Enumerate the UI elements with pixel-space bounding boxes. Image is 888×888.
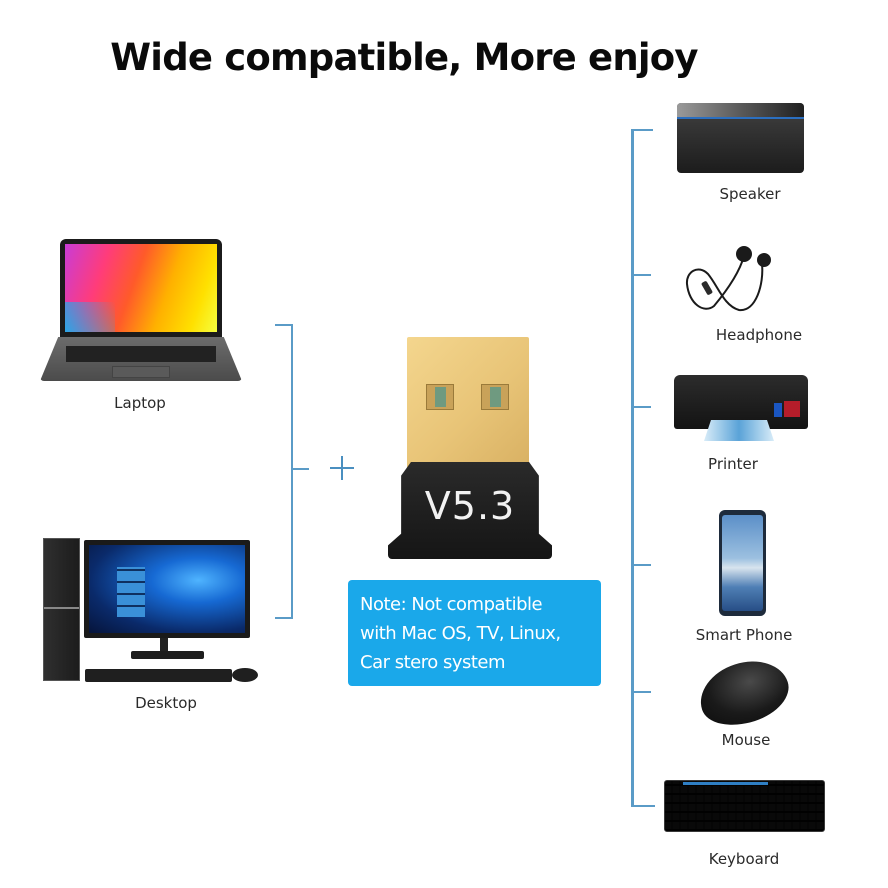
- monitor-display: [89, 545, 245, 633]
- device-label-printer: Printer: [708, 455, 758, 473]
- laptop-display: [65, 244, 217, 332]
- desktop-tower-icon: [43, 538, 80, 681]
- device-label-desktop: Desktop: [135, 694, 197, 712]
- bracket-tick-laptop: [275, 324, 293, 326]
- note-line-1: Note: Not compatible: [360, 594, 543, 615]
- desktop-computer-icon: [84, 540, 250, 638]
- bracket-tick-headphone: [631, 274, 651, 276]
- device-label-mouse: Mouse: [721, 731, 771, 749]
- ink-tank-blue: [774, 403, 782, 417]
- monitor-stand: [160, 638, 168, 652]
- bracket-vertical: [631, 129, 634, 807]
- compatibility-note: Note: Not compatible with Mac OS, TV, Li…: [348, 580, 601, 686]
- ink-tank-red: [784, 401, 800, 417]
- start-menu-tiles: [117, 567, 145, 617]
- desktop-mouse: [232, 668, 258, 682]
- plus-icon: [330, 456, 354, 480]
- device-label-headphone: Headphone: [715, 326, 803, 344]
- bracket-tick-desktop: [275, 617, 293, 619]
- bracket-tick-keyboard: [631, 805, 655, 807]
- bracket-tick-middle: [291, 468, 309, 470]
- adapter-body: [388, 462, 552, 559]
- page-title: Wide compatible, More enjoy: [110, 36, 698, 79]
- monitor-foot: [131, 651, 204, 659]
- laptop-touchpad: [112, 366, 170, 378]
- desktop-keyboard: [85, 669, 232, 682]
- note-line-2: with Mac OS, TV, Linux,: [360, 623, 561, 644]
- bracket-tick-speaker: [631, 129, 653, 131]
- note-line-3: Car stero system: [360, 652, 506, 673]
- device-label-speaker: Speaker: [719, 185, 781, 203]
- device-label-smartphone: Smart Phone: [695, 626, 793, 644]
- smartphone-icon: [719, 510, 766, 616]
- bracket-tick-mouse: [631, 691, 651, 693]
- laptop-icon: [60, 239, 222, 337]
- usb-plug: [407, 337, 529, 472]
- adapter-version-label: V5.3: [424, 484, 516, 528]
- usb-contact-left: [426, 384, 454, 410]
- printed-paper: [704, 420, 774, 441]
- usb-contact-right: [481, 384, 509, 410]
- device-label-keyboard: Keyboard: [708, 850, 780, 868]
- keyboard-icon: [664, 780, 825, 832]
- laptop-keyboard: [66, 346, 216, 362]
- bracket-vertical: [291, 324, 293, 619]
- device-label-laptop: Laptop: [114, 394, 166, 412]
- bracket-tick-smartphone: [631, 564, 651, 566]
- headphone-icon: [685, 246, 771, 312]
- phone-display: [722, 515, 763, 611]
- bracket-tick-printer: [631, 406, 651, 408]
- mouse-icon: [691, 650, 797, 736]
- speaker-icon: [677, 103, 804, 173]
- usb-bluetooth-adapter-icon: V5.3: [388, 337, 552, 559]
